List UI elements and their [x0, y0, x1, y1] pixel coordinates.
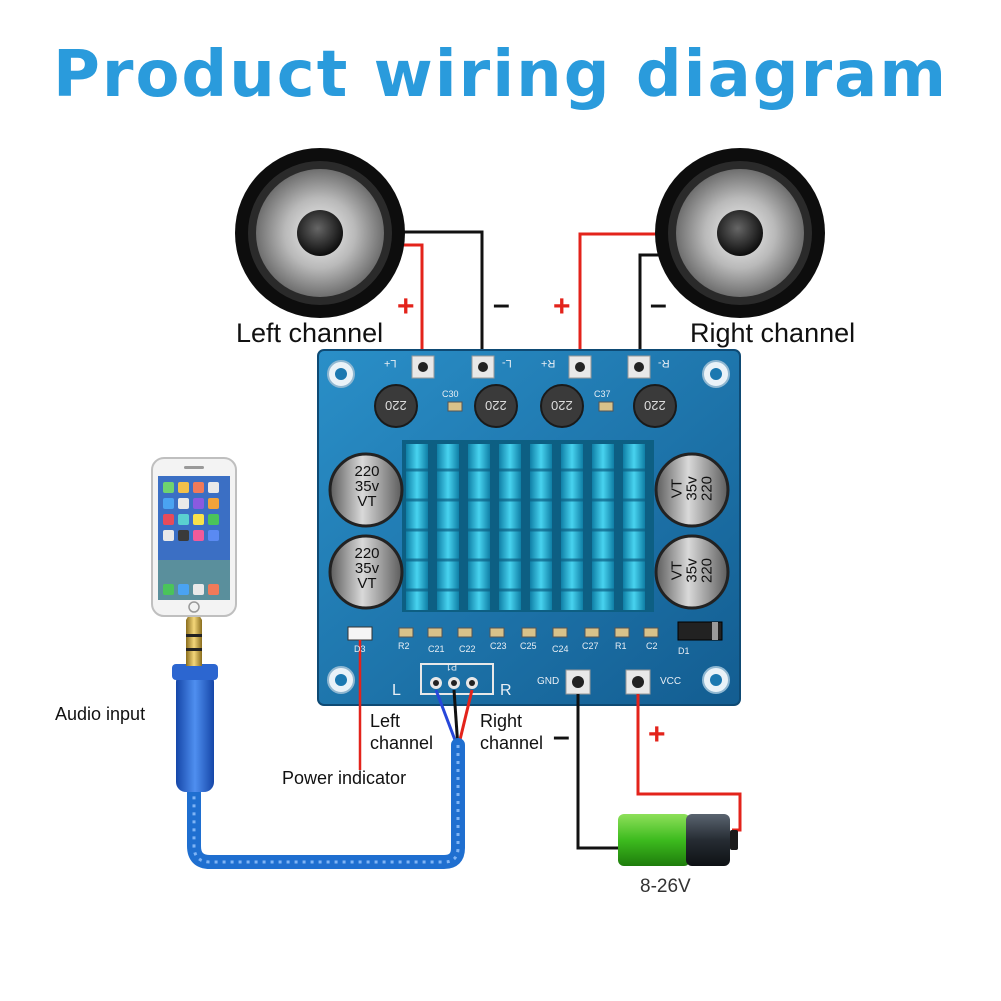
- right-plus-sign: +: [553, 290, 571, 323]
- smd-components: [398, 627, 659, 638]
- silk-c30: C30: [442, 389, 459, 399]
- silk-vcc: VCC: [660, 676, 682, 687]
- terminal-label-l-minus: L-: [502, 357, 512, 369]
- power-terminals: [565, 669, 651, 695]
- right-speaker-wires: [578, 232, 668, 352]
- power-minus-sign: –: [553, 720, 570, 753]
- capacitors: [328, 452, 730, 610]
- silk-c24: C24: [552, 644, 569, 654]
- silk-c25: C25: [520, 641, 537, 651]
- input-header: [420, 663, 494, 695]
- silk-d3: D3: [354, 644, 366, 654]
- input-left-channel-label: Left channel: [370, 711, 434, 753]
- inductor-marking: 220: [551, 398, 573, 413]
- silk-input-r: R: [500, 682, 512, 699]
- silk-d1: D1: [678, 646, 690, 656]
- diagram-title: Product wiring diagram: [52, 38, 949, 112]
- right-channel-label: Right channel: [690, 318, 856, 348]
- power-plus-sign: +: [648, 718, 666, 751]
- silk-c21: C21: [428, 644, 445, 654]
- audio-cable: [187, 738, 465, 869]
- app-icons: [163, 482, 219, 595]
- inductors: [374, 384, 677, 428]
- inductor-marking: 220: [385, 398, 407, 413]
- battery: [618, 814, 738, 866]
- left-speaker: [235, 148, 405, 318]
- input-right-channel-label: Right channel: [480, 711, 544, 753]
- silk-c2: C2: [646, 641, 658, 651]
- battery-voltage-label: 8-26V: [640, 876, 691, 897]
- silk-c37: C37: [594, 389, 611, 399]
- terminal-label-r-plus: R+: [541, 357, 556, 369]
- audio-jack: [172, 606, 218, 792]
- silk-gnd: GND: [537, 676, 560, 687]
- left-minus-sign: –: [493, 288, 510, 321]
- silk-c27: C27: [582, 641, 599, 651]
- amplifier-board: [317, 349, 741, 706]
- speaker-terminals: [411, 355, 651, 379]
- left-channel-label: Left channel: [236, 318, 384, 348]
- silk-input-l: L: [392, 682, 401, 699]
- silk-c22: C22: [459, 644, 476, 654]
- inductor-marking: 220: [644, 398, 666, 413]
- silk-r1: R1: [615, 641, 627, 651]
- heatsink: [402, 440, 654, 612]
- power-indicator-label: Power indicator: [282, 768, 407, 788]
- right-speaker: [655, 148, 825, 318]
- phone: [151, 457, 237, 617]
- power-wires: [576, 694, 742, 850]
- left-speaker-wires: [395, 230, 484, 352]
- silk-p1: P1: [446, 662, 458, 672]
- silk-r2: R2: [398, 641, 410, 651]
- left-plus-sign: +: [397, 290, 415, 323]
- inductor-marking: 220: [485, 398, 507, 413]
- terminal-label-r-minus: R-: [658, 357, 670, 369]
- terminal-label-l-plus: L+: [384, 357, 397, 369]
- audio-input-label: Audio input: [55, 704, 146, 724]
- right-minus-sign: –: [650, 288, 667, 321]
- silk-c23: C23: [490, 641, 507, 651]
